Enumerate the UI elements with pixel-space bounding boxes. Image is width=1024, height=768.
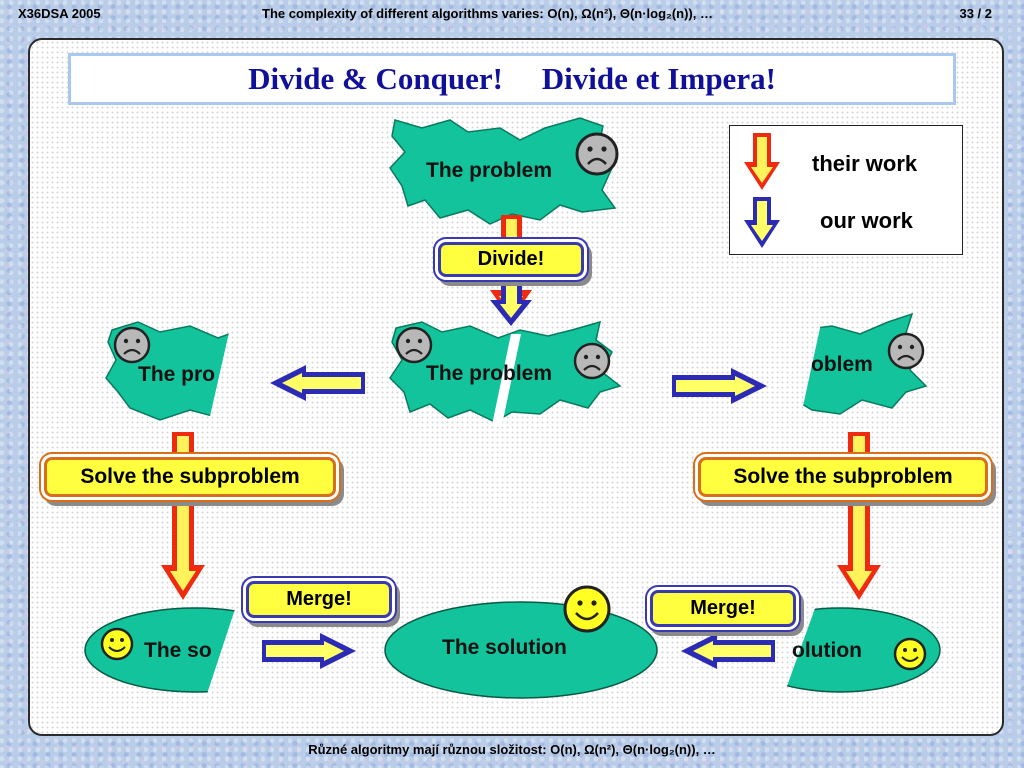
problem-blob-top — [389, 117, 617, 225]
sad-face-icon — [887, 332, 925, 370]
our-work-arrow-merge-left — [262, 633, 356, 669]
solution-label-left: The so — [144, 639, 212, 662]
sad-face-icon — [575, 132, 619, 176]
solution-label-right: olution — [792, 639, 862, 662]
our-work-arrow-merge-right — [681, 633, 775, 669]
sad-face-icon — [395, 326, 433, 364]
solve-subproblem-right-button[interactable]: Solve the subproblem — [698, 457, 988, 497]
happy-face-icon — [100, 627, 134, 661]
solve-subproblem-left-button[interactable]: Solve the subproblem — [44, 457, 336, 497]
problem-label-left: The pro — [138, 363, 215, 386]
header-course: X36DSA 2005 — [18, 6, 101, 21]
legend-their-work-label: their work — [812, 151, 918, 176]
merge-right-button[interactable]: Merge! — [650, 590, 796, 627]
our-work-arrow-to-right — [672, 368, 767, 404]
happy-face-icon — [893, 637, 927, 671]
our-work-arrow-divide-down — [490, 280, 532, 326]
merge-left-button[interactable]: Merge! — [246, 581, 392, 618]
sad-face-icon — [113, 326, 151, 364]
legend-our-work-label: our work — [820, 208, 913, 233]
header-page-number: 33 / 2 — [959, 6, 992, 21]
footer-text: Různé algoritmy mají různou složitost: O… — [308, 742, 716, 757]
divide-split-line — [492, 334, 521, 425]
divide-button[interactable]: Divide! — [438, 242, 584, 277]
problem-label-top: The problem — [426, 159, 553, 182]
sad-face-icon — [573, 342, 611, 380]
header-subtitle: The complexity of different algorithms v… — [262, 6, 713, 21]
solution-ellipse-left — [84, 607, 238, 693]
problem-label-right: oblem — [811, 353, 873, 376]
happy-face-icon — [563, 585, 611, 633]
legend — [729, 125, 963, 255]
solution-label-center: The solution — [442, 636, 567, 659]
problem-label-middle: The problem — [426, 362, 553, 385]
our-work-arrow-to-left — [270, 365, 365, 401]
slide-title: Divide & Conquer! Divide et Impera! — [68, 53, 956, 105]
